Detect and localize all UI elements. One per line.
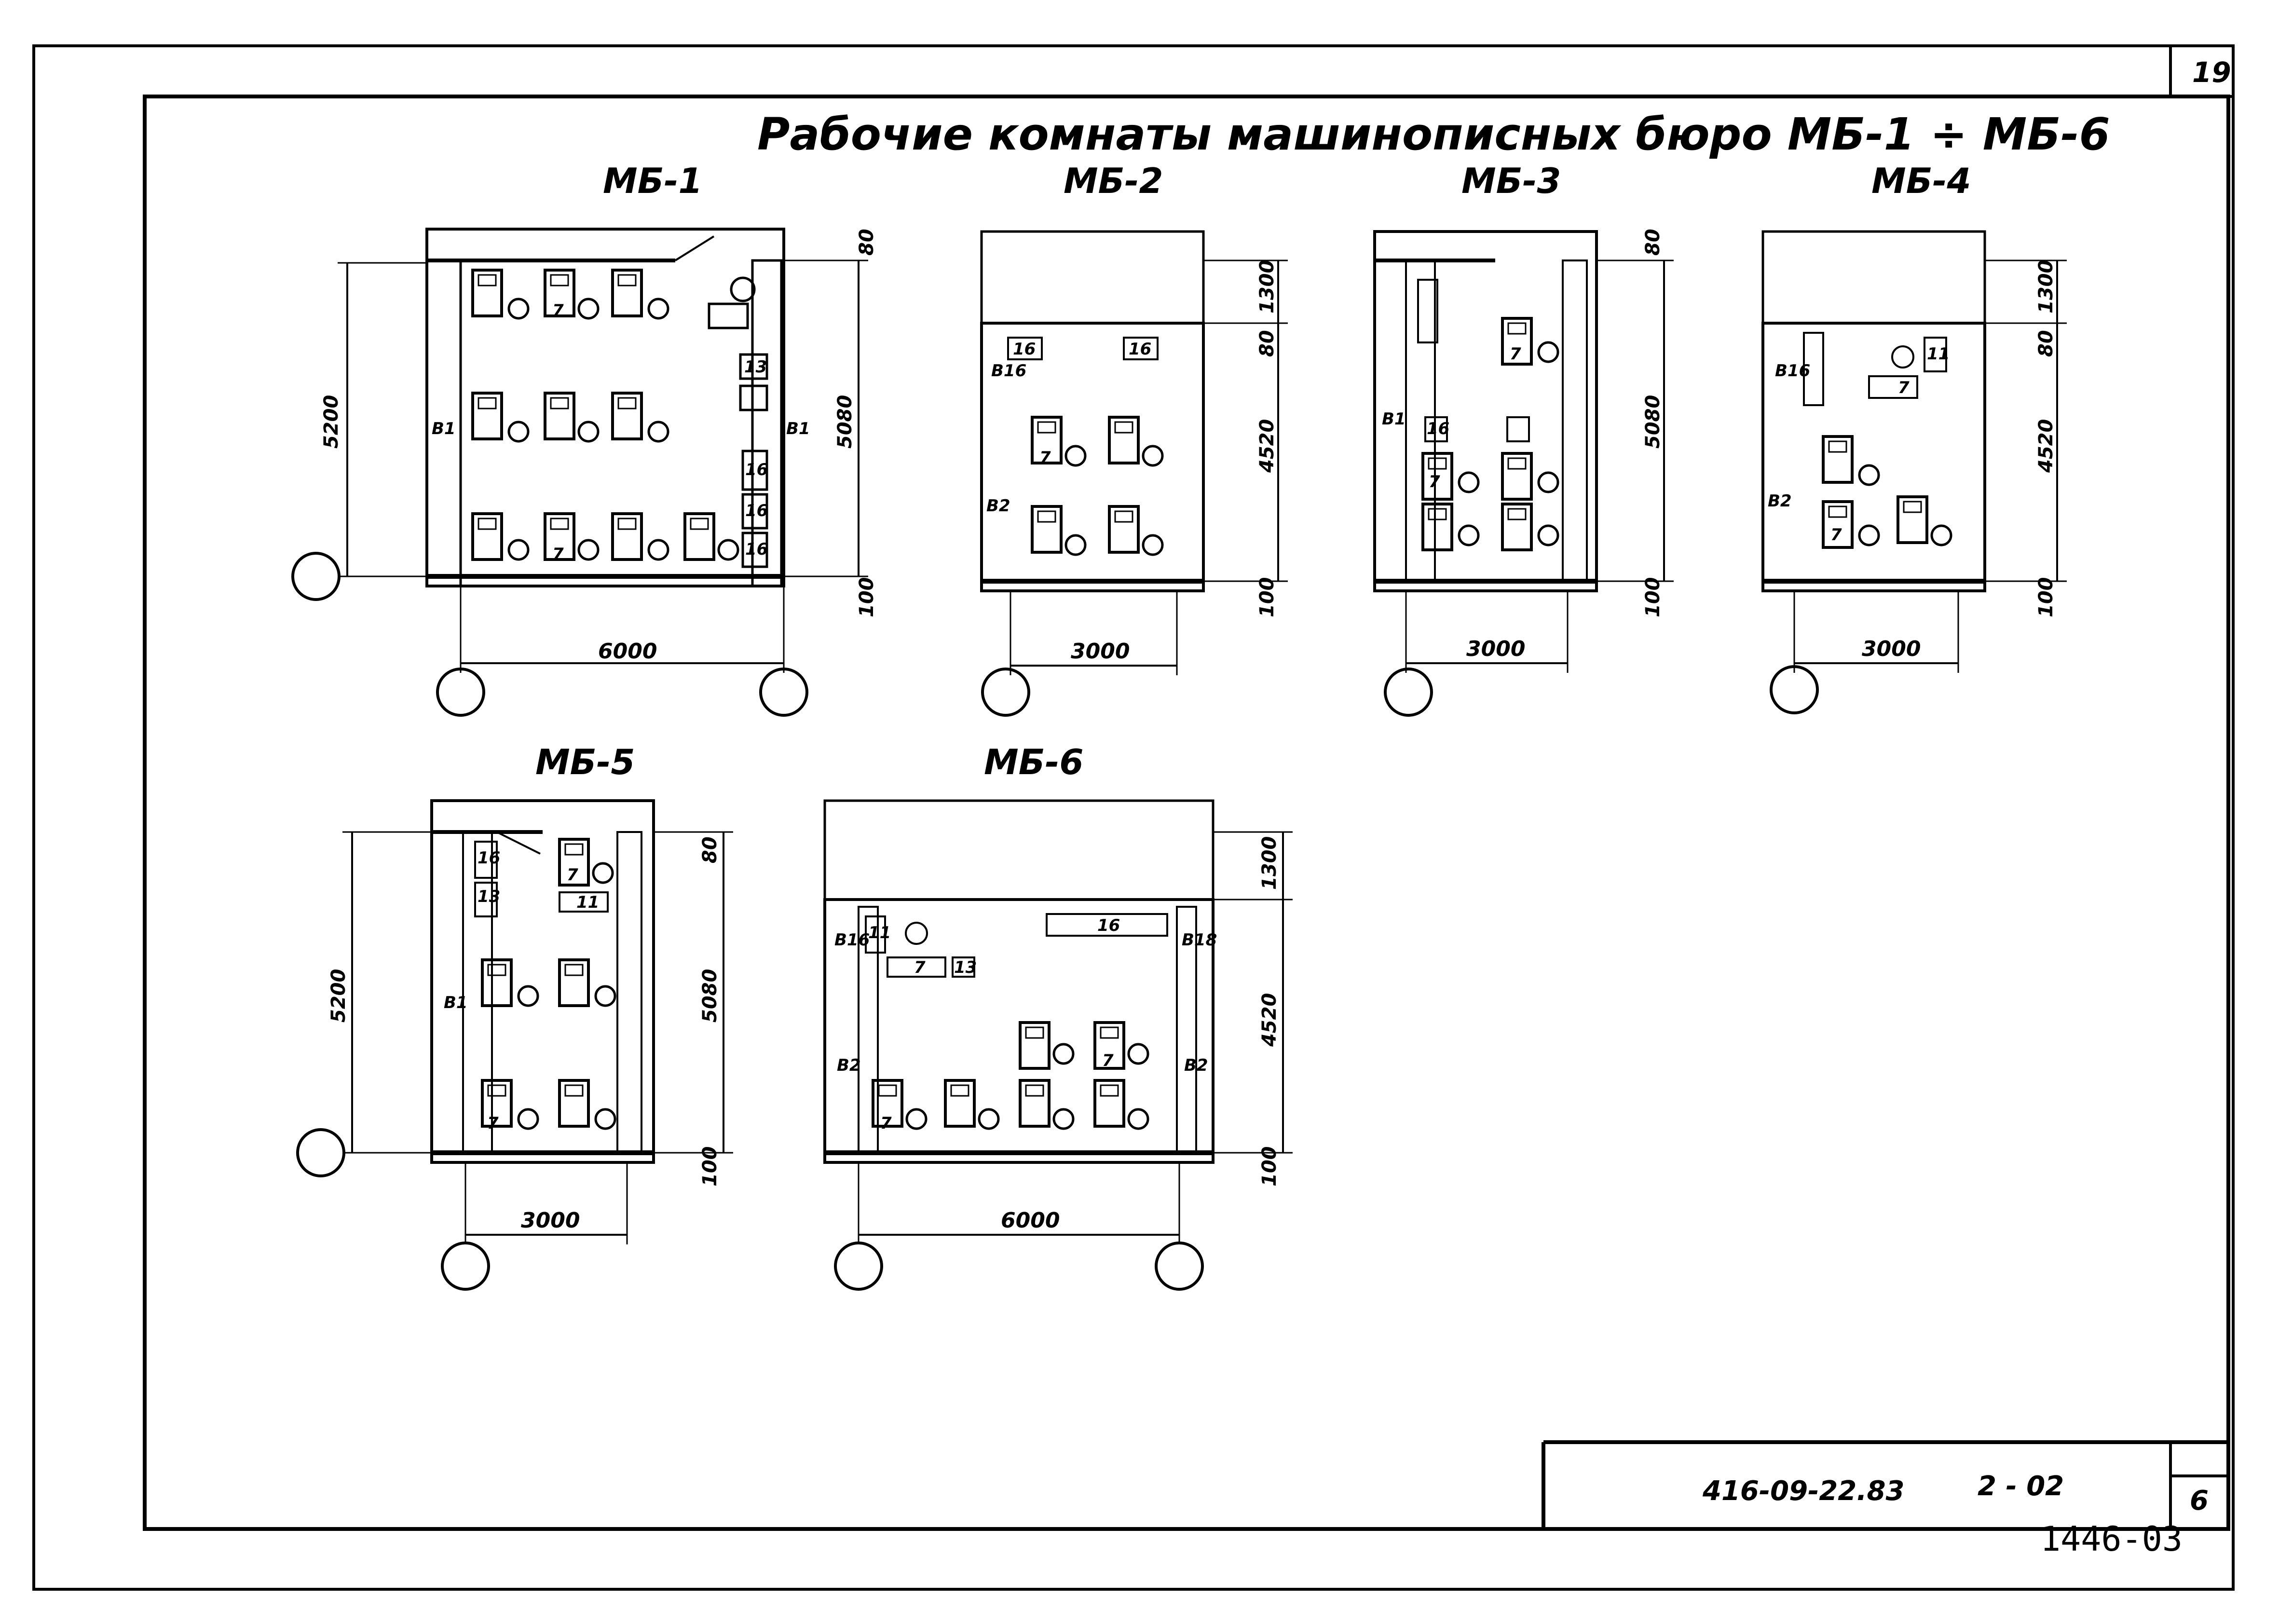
drawing-label: В16 bbox=[991, 361, 1026, 381]
inner-frame bbox=[143, 95, 2230, 1531]
drawing-label: 7 bbox=[1898, 378, 1910, 397]
stamp-number: 1446-03 bbox=[2040, 1519, 2183, 1559]
drawing-label: 1300 bbox=[2035, 260, 2057, 314]
drawing-label: 11 bbox=[868, 923, 891, 942]
room-label: МБ-2 bbox=[1064, 161, 1163, 201]
drawing-label: В1 bbox=[444, 993, 468, 1012]
drawing-label: 100 bbox=[856, 577, 878, 618]
drawing-label: 7 bbox=[1039, 448, 1051, 467]
sheet-title: Рабочие комнаты машинописных бюро МБ-1 ÷… bbox=[757, 109, 2110, 160]
drawing-label: 5200 bbox=[328, 969, 350, 1023]
drawing-label: 5080 bbox=[699, 969, 721, 1023]
drawing-label: 6000 bbox=[1001, 1208, 1060, 1233]
drawing-label: 7 bbox=[552, 545, 564, 564]
drawing-label: 80 bbox=[1642, 229, 1664, 256]
drawing-label: 100 bbox=[1258, 1146, 1281, 1187]
drawing-label: 80 bbox=[856, 229, 878, 256]
drawing-label: 16 bbox=[745, 540, 768, 559]
drawing-label: 5200 bbox=[320, 395, 342, 449]
drawing-label: 100 bbox=[2035, 577, 2057, 618]
drawing-label: 7 bbox=[1429, 472, 1440, 491]
drawing-label: 7 bbox=[880, 1114, 892, 1133]
drawing-label: 80 bbox=[699, 836, 721, 863]
drawing-label: 11 bbox=[1927, 344, 1950, 364]
drawing-label: 5080 bbox=[1642, 395, 1664, 449]
room-mb5: МБ-5 16 13 7 11 7 В1 5200 5080 80 100 30… bbox=[298, 742, 733, 1289]
drawing-label: В2 bbox=[1768, 491, 1792, 511]
drawing-label: 16 bbox=[745, 460, 768, 479]
room-mb3: МБ-3 7 16 7 В1 5080 80 100 3000 bbox=[1373, 161, 1674, 715]
drawing-label: 100 bbox=[699, 1146, 721, 1187]
drawing-label: 7 bbox=[552, 301, 564, 320]
drawing-label: 7 bbox=[1830, 525, 1842, 545]
drawing-label: 5080 bbox=[834, 395, 856, 449]
drawing-label: 3000 bbox=[521, 1208, 580, 1233]
drawing-label: 13 bbox=[744, 357, 767, 377]
room-label: МБ-5 bbox=[535, 742, 635, 782]
room-mb4: МБ-4 11 7 7 В2 В16 1300 80 4520 100 3000 bbox=[1761, 161, 2067, 713]
outer-frame bbox=[32, 44, 2235, 1591]
drawing-label: 13 bbox=[954, 958, 977, 977]
drawing-label: В2 bbox=[837, 1056, 861, 1075]
drawing-label: 16 bbox=[745, 501, 768, 520]
drawing-label: 7 bbox=[1510, 344, 1521, 364]
drawing-label: 16 bbox=[1097, 916, 1120, 935]
drawing-label: В2 bbox=[1184, 1056, 1208, 1075]
drawing-label: 7 bbox=[567, 865, 578, 885]
album-number: 2 - 02 bbox=[1978, 1471, 2064, 1502]
drawing-label: В2 bbox=[986, 496, 1010, 516]
drawing-label: В1 bbox=[432, 419, 456, 438]
drawing-label: 4520 bbox=[2035, 419, 2057, 473]
drawing-label: 4520 bbox=[1256, 419, 1278, 473]
drawing-label: 11 bbox=[576, 893, 599, 912]
drawing-label: В1 bbox=[1382, 409, 1406, 429]
drawing-label: 16 bbox=[478, 848, 500, 868]
drawing-label: В1 bbox=[786, 419, 810, 438]
room-label: МБ-1 bbox=[603, 161, 703, 201]
drawing-label: 3000 bbox=[1071, 639, 1130, 664]
drawing-label: 13 bbox=[478, 887, 500, 906]
drawing-label: 6000 bbox=[598, 639, 657, 664]
drawing-label: 100 bbox=[1642, 577, 1664, 618]
room-label: МБ-4 bbox=[1871, 161, 1971, 201]
document-code: 416-09-22.83 bbox=[1702, 1475, 1904, 1507]
page-number: 19 bbox=[2192, 56, 2231, 89]
drawing-label: 16 bbox=[1013, 340, 1036, 359]
title-block: 416-09-22.83 2 - 02 6 1446-03 bbox=[1542, 1440, 2228, 1559]
drawing-label: В18 bbox=[1182, 930, 1217, 950]
drawing-label: 7 bbox=[1102, 1051, 1114, 1070]
room-label: МБ-6 bbox=[984, 742, 1084, 782]
drawing-label: 100 bbox=[1256, 577, 1278, 618]
drawing-label: В16 bbox=[1775, 361, 1810, 381]
drawing-label: 4520 bbox=[1258, 993, 1281, 1047]
room-mb6: МБ-6 11 7 13 16 7 7 В2 В2 В16 В18 1300 4… bbox=[823, 742, 1293, 1289]
drawing-label: В16 bbox=[834, 930, 870, 950]
drawing-label: 1300 bbox=[1258, 836, 1281, 890]
drawing-label: 7 bbox=[487, 1114, 499, 1133]
drawing-label: 3000 bbox=[1466, 637, 1525, 661]
sheet-number-box: 6 bbox=[2190, 1485, 2209, 1516]
drawing-label: 7 bbox=[914, 958, 926, 977]
drawing-label: 16 bbox=[1427, 419, 1449, 438]
drawing-label: 16 bbox=[1129, 340, 1151, 359]
room-label: МБ-3 bbox=[1461, 161, 1561, 201]
room-mb2: МБ-2 16 16 7 В2 В16 1300 80 4520 100 300… bbox=[980, 161, 1288, 715]
drawing-label: 80 bbox=[2035, 330, 2057, 357]
drawing-label: 80 bbox=[1256, 330, 1278, 357]
drawing-label: 1300 bbox=[1256, 260, 1278, 314]
drawing-label: 3000 bbox=[1862, 637, 1921, 661]
room-mb1: МБ-1 13 16 16 16 7 7 В1 В1 5200 bbox=[293, 161, 878, 715]
